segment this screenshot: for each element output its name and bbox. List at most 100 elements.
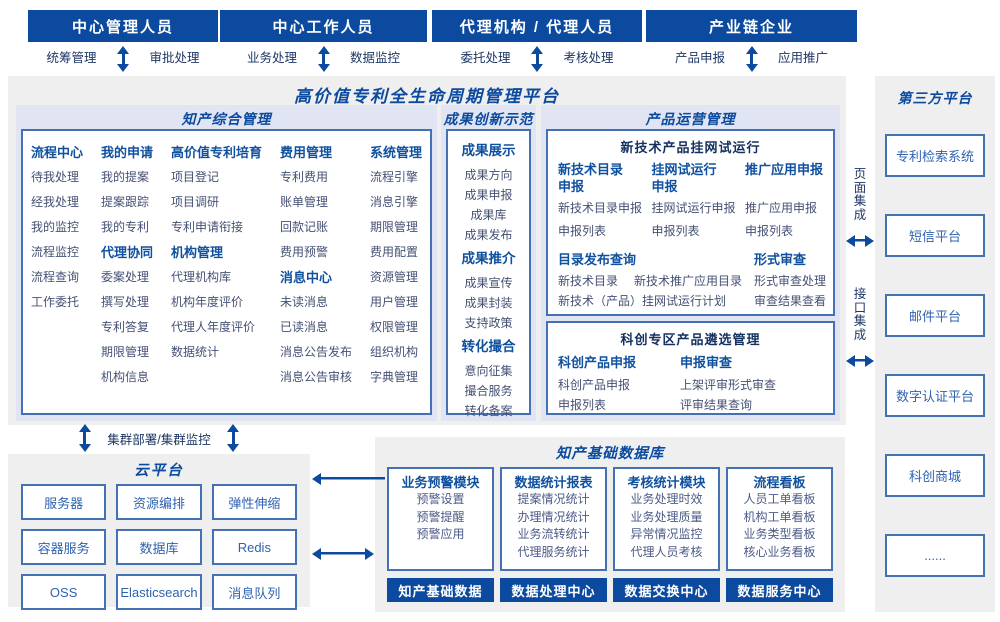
module-item: 消息引擎 (369, 195, 418, 209)
cluster-connector: 集群部署/集群监控 (8, 424, 310, 452)
section-title: 产品运营管理 (645, 111, 736, 127)
module-header: 申报审查 (680, 355, 733, 370)
third-party-title: 第三方平台 (897, 90, 973, 106)
module-item: 流程引擎 (369, 170, 418, 184)
module-item: 代理服务统计 (517, 544, 590, 559)
module-item: 提案跟踪 (100, 195, 149, 209)
module-item: 科创产品申报 (558, 378, 631, 392)
page-integration-connector: 页面集成 (845, 167, 875, 247)
cloud-service: 消息队列 (211, 574, 297, 610)
data-center-bar: 知产基础数据 (387, 578, 494, 602)
module-column: 高价值专利培育项目登记项目调研专利申请衔接机构管理代理机构库机构年度评价代理人年… (171, 140, 262, 413)
module-header: 转化撮合 (461, 339, 516, 354)
data-module: 业务预警模块预警设置预警提醒预警应用 (387, 467, 494, 571)
h-double-arrow-icon (846, 234, 874, 247)
module-item: 成果申报 (464, 188, 513, 202)
module-item: 流程监控 (31, 245, 80, 259)
module-item: 预警应用 (416, 527, 465, 541)
actor-title-bar: 产业链企业 (646, 10, 857, 42)
ip-management-columns: 流程中心待我处理经我处理我的监控流程监控流程查询工作委托我的申请我的提案提案跟踪… (21, 129, 432, 415)
third-party-system: 邮件平台 (885, 294, 985, 337)
trial-bottom: 目录发布查询新技术目录新技术推广应用目录新技术（产品）挂网试运行计划形式审查形式… (548, 243, 833, 311)
module-item: 机构年度评价 (170, 295, 243, 309)
module-item: 经我处理 (31, 195, 80, 209)
module-item: 资源管理 (369, 270, 418, 284)
module-item: 形式审查处理 (754, 274, 827, 288)
v-double-arrow-icon (745, 46, 758, 72)
cloud-platform-title: 云平台 (134, 463, 184, 479)
third-party-panel: 第三方平台 专利检索系统短信平台邮件平台数字认证平台科创商城...... (875, 76, 995, 612)
module-header: 系统管理 (369, 145, 422, 160)
module-item: 我的监控 (31, 220, 80, 234)
module-item: 撰写处理 (100, 295, 149, 309)
actor-group: 产业链企业产品申报应用推广 (646, 10, 857, 72)
module-item: 预警提醒 (416, 509, 465, 524)
actor-role-label: 统筹管理 (46, 50, 97, 65)
v-double-arrow-icon (530, 46, 544, 72)
module-header: 数据统计报表 (514, 475, 593, 490)
module-header: 流程看板 (753, 475, 806, 490)
module-item: 转化备案 (464, 404, 513, 418)
module-item: 组织机构 (369, 345, 418, 359)
module-header: 高价值专利培育 (170, 145, 262, 160)
module-item: 字典管理 (369, 370, 418, 384)
v-double-arrow-icon (317, 46, 330, 72)
cluster-label: 集群部署/集群监控 (107, 432, 211, 447)
module-item: 我的专利 (100, 220, 149, 234)
cloud-service: 服务器 (21, 484, 107, 520)
module-item: 专利费用 (279, 170, 328, 184)
module-header: 流程中心 (31, 145, 84, 160)
module-item: 机构信息 (100, 370, 149, 384)
left-arrow-icon (312, 472, 390, 485)
module-item: 撮合服务 (464, 384, 513, 398)
third-party-system: 数字认证平台 (885, 374, 985, 417)
ip-database-title: 知产基础数据库 (555, 446, 665, 462)
module-item: 提案情况统计 (517, 492, 590, 506)
group-title: 科创专区产品遴选管理 (620, 332, 761, 347)
module-item: 成果库 (470, 208, 507, 222)
actor-role-label: 审批处理 (149, 50, 200, 65)
module-header: 目录发布查询 (558, 252, 637, 267)
actor-title-bar: 中心管理人员 (28, 10, 218, 42)
data-centers-row: 知产基础数据数据处理中心数据交换中心数据服务中心 (375, 571, 845, 602)
module-header: 费用管理 (279, 145, 332, 160)
module-item: 数据统计 (170, 345, 219, 359)
api-integration-connector: 接口集成 (845, 287, 875, 367)
module-item: 业务处理时效 (630, 492, 703, 506)
module-column: 费用管理专利费用账单管理回款记账费用预警消息中心未读消息已读消息消息公告发布消息… (280, 140, 352, 413)
module-item: 待我处理 (31, 170, 80, 184)
group-title: 新技术产品挂网试运行 (620, 140, 761, 155)
trial-box: 新技术产品挂网试运行 新技术目录 申报新技术目录申报申报列表挂网试运行 申报挂网… (546, 129, 835, 316)
module-item: 权限管理 (369, 320, 418, 334)
module-item: 我的提案 (100, 170, 149, 184)
module-item: 预警设置 (416, 492, 465, 506)
actor-role-label: 应用推广 (778, 50, 829, 65)
module-item: 申报列表 (744, 224, 793, 238)
third-party-list: 专利检索系统短信平台邮件平台数字认证平台科创商城...... (875, 108, 995, 577)
module-item: 办理情况统计 (517, 509, 590, 524)
innovation-list: 成果展示成果方向成果申报成果库成果发布成果推介成果宣传成果封装支持政策转化撮合意… (446, 129, 531, 418)
actor-role-label: 数据监控 (350, 50, 401, 65)
module-item: 意向征集 (464, 364, 513, 378)
module-item: 成果发布 (464, 228, 513, 242)
module-item: 申报列表 (651, 224, 700, 238)
module-item: 机构工单看板 (743, 509, 816, 524)
module-item: 代理机构库 (170, 270, 231, 284)
data-module: 数据统计报表提案情况统计办理情况统计业务流转统计代理服务统计 (500, 467, 607, 571)
module-item: 委案处理 (100, 270, 149, 284)
section-title: 知产综合管理 (181, 111, 272, 127)
cloud-service: OSS (21, 574, 107, 610)
module-item: 代理人员考核 (630, 544, 703, 559)
module-header: 代理协同 (100, 245, 153, 260)
module-column: 挂网试运行 申报挂网试运行申报申报列表 (651, 161, 735, 243)
module-item: 消息公告审核 (279, 370, 352, 384)
section-innovation: 成果创新示范 成果展示成果方向成果申报成果库成果发布成果推介成果宣传成果封装支持… (441, 105, 536, 421)
module-item: 费用配置 (369, 245, 418, 259)
module-column: 推广应用申报推广应用申报申报列表 (745, 161, 823, 243)
cloud-service: Redis (211, 529, 297, 565)
module-header: 成果展示 (461, 143, 516, 158)
module-column: 我的申请我的提案提案跟踪我的专利代理协同委案处理撰写处理专利答复期限管理机构信息 (101, 140, 153, 413)
v-double-arrow-icon (78, 424, 92, 452)
actor-role-labels: 委托处理考核处理 (432, 44, 642, 72)
